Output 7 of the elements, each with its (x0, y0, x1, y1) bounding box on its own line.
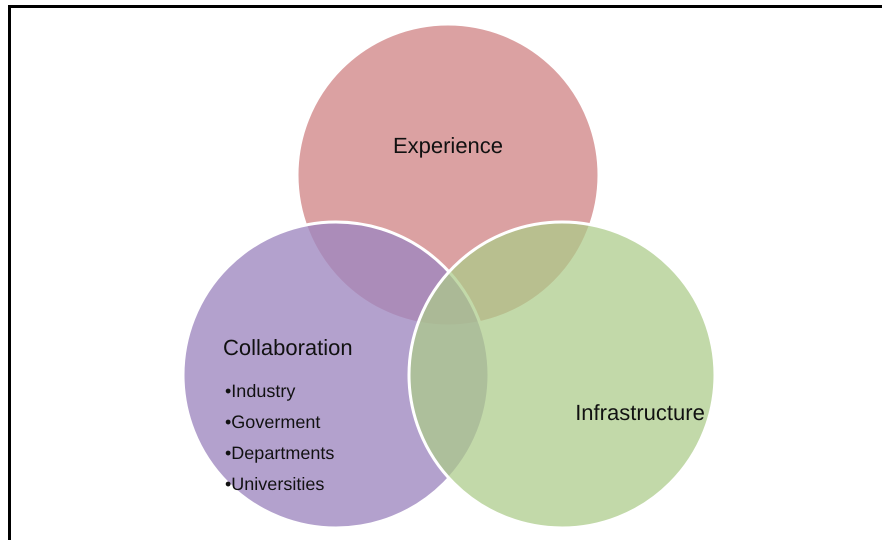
list-item: •Goverment (225, 412, 320, 434)
list-item: •Universities (225, 474, 324, 496)
list-item: •Industry (225, 381, 296, 402)
circle-label: Collaboration (223, 334, 353, 361)
circle-label: Experience (392, 132, 504, 159)
circle-label: Infrastructure (575, 400, 705, 426)
list-item: •Departments (225, 443, 334, 464)
